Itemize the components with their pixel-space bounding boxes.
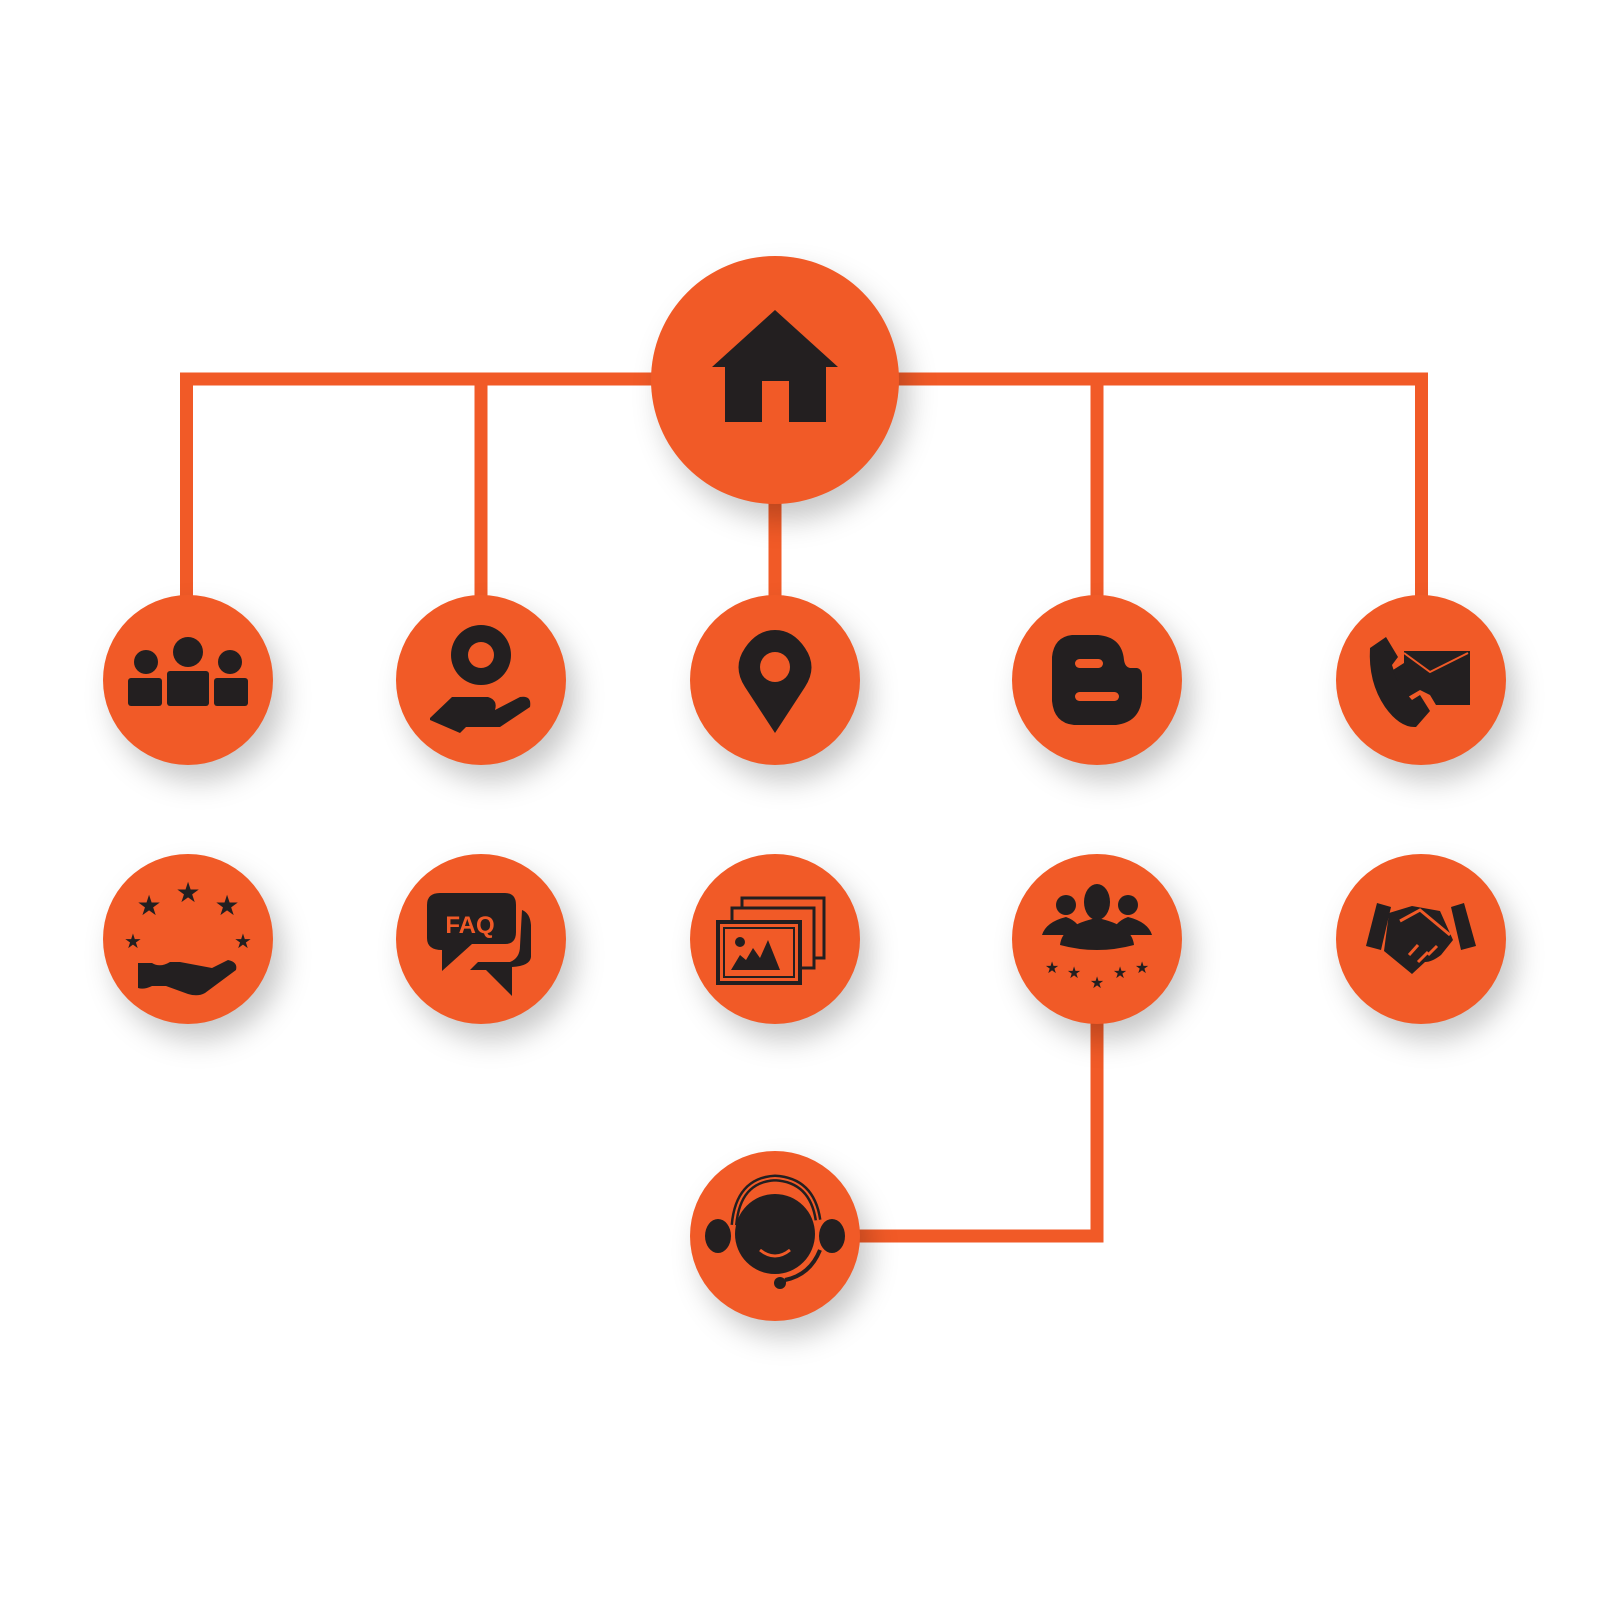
svg-text:★: ★ xyxy=(175,876,200,909)
support-node[interactable] xyxy=(690,1151,860,1321)
customer-support-headset-icon xyxy=(705,1174,845,1289)
location-pin-icon xyxy=(738,630,812,733)
image-gallery-icon xyxy=(716,896,826,985)
ratings-node[interactable]: ★ ★ ★ ★ ★ xyxy=(103,854,273,1024)
team-icon xyxy=(128,637,248,706)
svg-text:★: ★ xyxy=(136,889,161,922)
connectors xyxy=(180,372,1428,1243)
svg-text:★: ★ xyxy=(1135,958,1149,977)
customer-reviews-icon: ★ ★ ★ ★ ★ xyxy=(1042,884,1152,992)
blog-node[interactable] xyxy=(1012,595,1182,765)
gallery-node[interactable] xyxy=(690,854,860,1024)
rating-stars-hand-icon: ★ ★ ★ ★ ★ xyxy=(124,876,252,996)
phone-mail-contact-icon xyxy=(1369,637,1470,728)
faq-chat-icon: FAQ xyxy=(427,893,531,996)
svg-text:★: ★ xyxy=(124,929,142,953)
svg-text:★: ★ xyxy=(234,929,252,953)
contact-node[interactable] xyxy=(1336,595,1506,765)
home-icon xyxy=(712,310,838,422)
connector-support xyxy=(775,939,1104,1243)
faq-label: FAQ xyxy=(445,912,494,939)
svg-text:★: ★ xyxy=(1045,958,1059,977)
svg-text:★: ★ xyxy=(1067,963,1081,982)
partners-node[interactable] xyxy=(1336,854,1506,1024)
location-node[interactable] xyxy=(690,595,860,765)
home-node[interactable] xyxy=(651,256,899,504)
services-node[interactable] xyxy=(396,595,566,765)
faq-node[interactable]: FAQ xyxy=(396,854,566,1024)
blogger-icon xyxy=(1052,635,1142,725)
team-node[interactable] xyxy=(103,595,273,765)
svg-text:★: ★ xyxy=(1090,973,1104,992)
handshake-icon xyxy=(1366,903,1476,974)
svg-text:★: ★ xyxy=(214,889,239,922)
svg-text:★: ★ xyxy=(1113,963,1127,982)
service-gear-hand-icon xyxy=(430,625,531,733)
reviews-node[interactable]: ★ ★ ★ ★ ★ xyxy=(1012,854,1182,1024)
